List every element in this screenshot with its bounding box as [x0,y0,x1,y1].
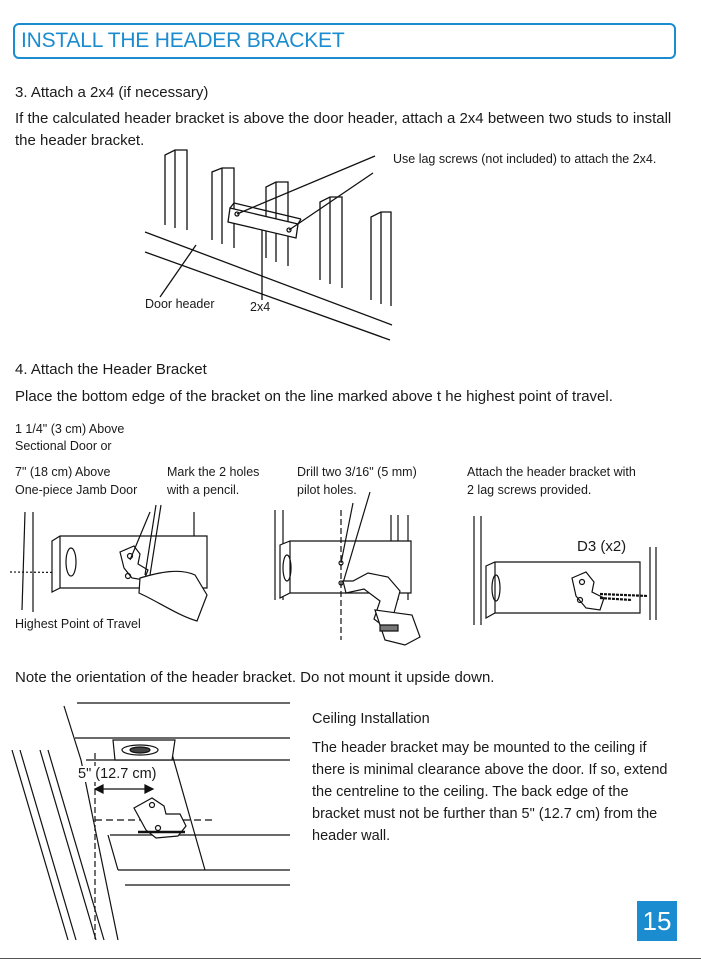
step4-col4-line1: Attach the header bracket with [467,465,636,479]
label-highest-point: Highest Point of Travel [15,617,141,631]
ceiling-title: Ceiling Installation [312,711,430,727]
step3-text-line2: the header bracket. [15,132,145,149]
step3-heading: 3. Attach a 2x4 (if necessary) [15,84,209,101]
page-title: INSTALL THE HEADER BRACKET [21,29,345,52]
step4-col2-line2: with a pencil. [167,483,240,497]
step4-col1-line4: One-piece Jamb Door [15,483,138,497]
step4-heading: 4. Attach the Header Bracket [15,361,207,378]
label-d3: D3 (x2) [577,538,627,555]
step4-col1-line3: 7" (18 cm) Above [15,465,111,479]
page-number: 15 [637,901,677,941]
label-door-header: Door header [145,297,215,311]
step4-col1-line1: 1 1/4" (3 cm) Above [15,422,125,436]
step4-text: Place the bottom edge of the bracket on … [15,388,613,405]
ceiling-line1: The header bracket may be mounted to the… [312,740,647,756]
step3-text-line1: If the calculated header bracket is abov… [15,110,672,127]
section-header-box [13,23,676,59]
step4-col3-line1: Drill two 3/16" (5 mm) [297,465,417,479]
step4-col4-line2: 2 lag screws provided. [467,483,592,497]
ceiling-line3: the centreline to the ceiling. The back … [312,784,629,800]
step4-col2-line1: Mark the 2 holes [167,465,260,479]
label-2x4: 2x4 [250,300,271,314]
ceiling-line4: bracket must not be further than 5" (12.… [312,806,658,822]
step4-col3-line2: pilot holes. [297,483,357,497]
footer-divider [0,958,701,959]
ceiling-line5: header wall. [312,828,391,844]
step3-callout: Use lag screws (not included) to attach … [393,152,657,166]
dimension-label: 5" (12.7 cm) [78,766,157,782]
note-text: Note the orientation of the header brack… [15,669,495,686]
step4-col1-line2: Sectional Door or [15,439,112,453]
ceiling-line2: there is minimal clearance above the doo… [312,762,668,778]
